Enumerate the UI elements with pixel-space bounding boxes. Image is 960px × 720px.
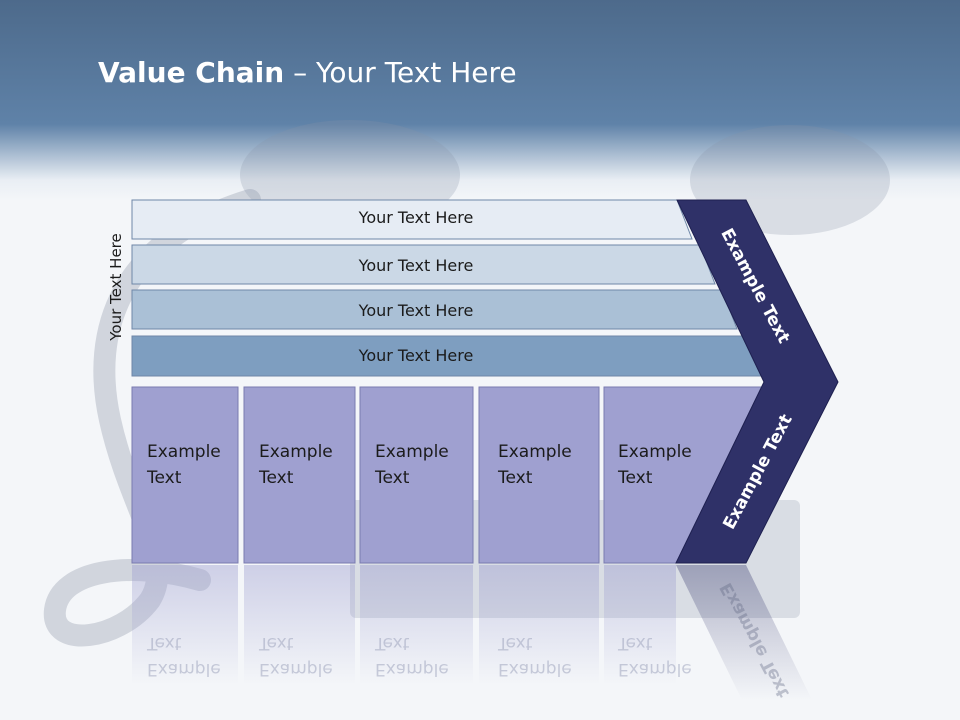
slide-title: Value Chain – Your Text Here bbox=[98, 56, 517, 89]
activity-box-4 bbox=[478, 386, 600, 564]
margin-chevron bbox=[675, 199, 839, 564]
support-bar-1 bbox=[131, 199, 693, 240]
support-bar-label-2: Your Text Here bbox=[358, 256, 474, 275]
side-label: Your Text Here bbox=[107, 233, 125, 341]
support-bar-label-1: Your Text Here bbox=[358, 208, 474, 227]
activity-box-2 bbox=[243, 386, 356, 564]
activity-box-3 bbox=[359, 386, 474, 564]
support-bar-2 bbox=[131, 244, 716, 285]
support-bar-label-3: Your Text Here bbox=[358, 301, 474, 320]
support-bar-3 bbox=[131, 289, 738, 330]
header-band bbox=[0, 0, 960, 200]
support-bar-label-4: Your Text Here bbox=[358, 346, 474, 365]
activity-box-1 bbox=[131, 386, 239, 564]
